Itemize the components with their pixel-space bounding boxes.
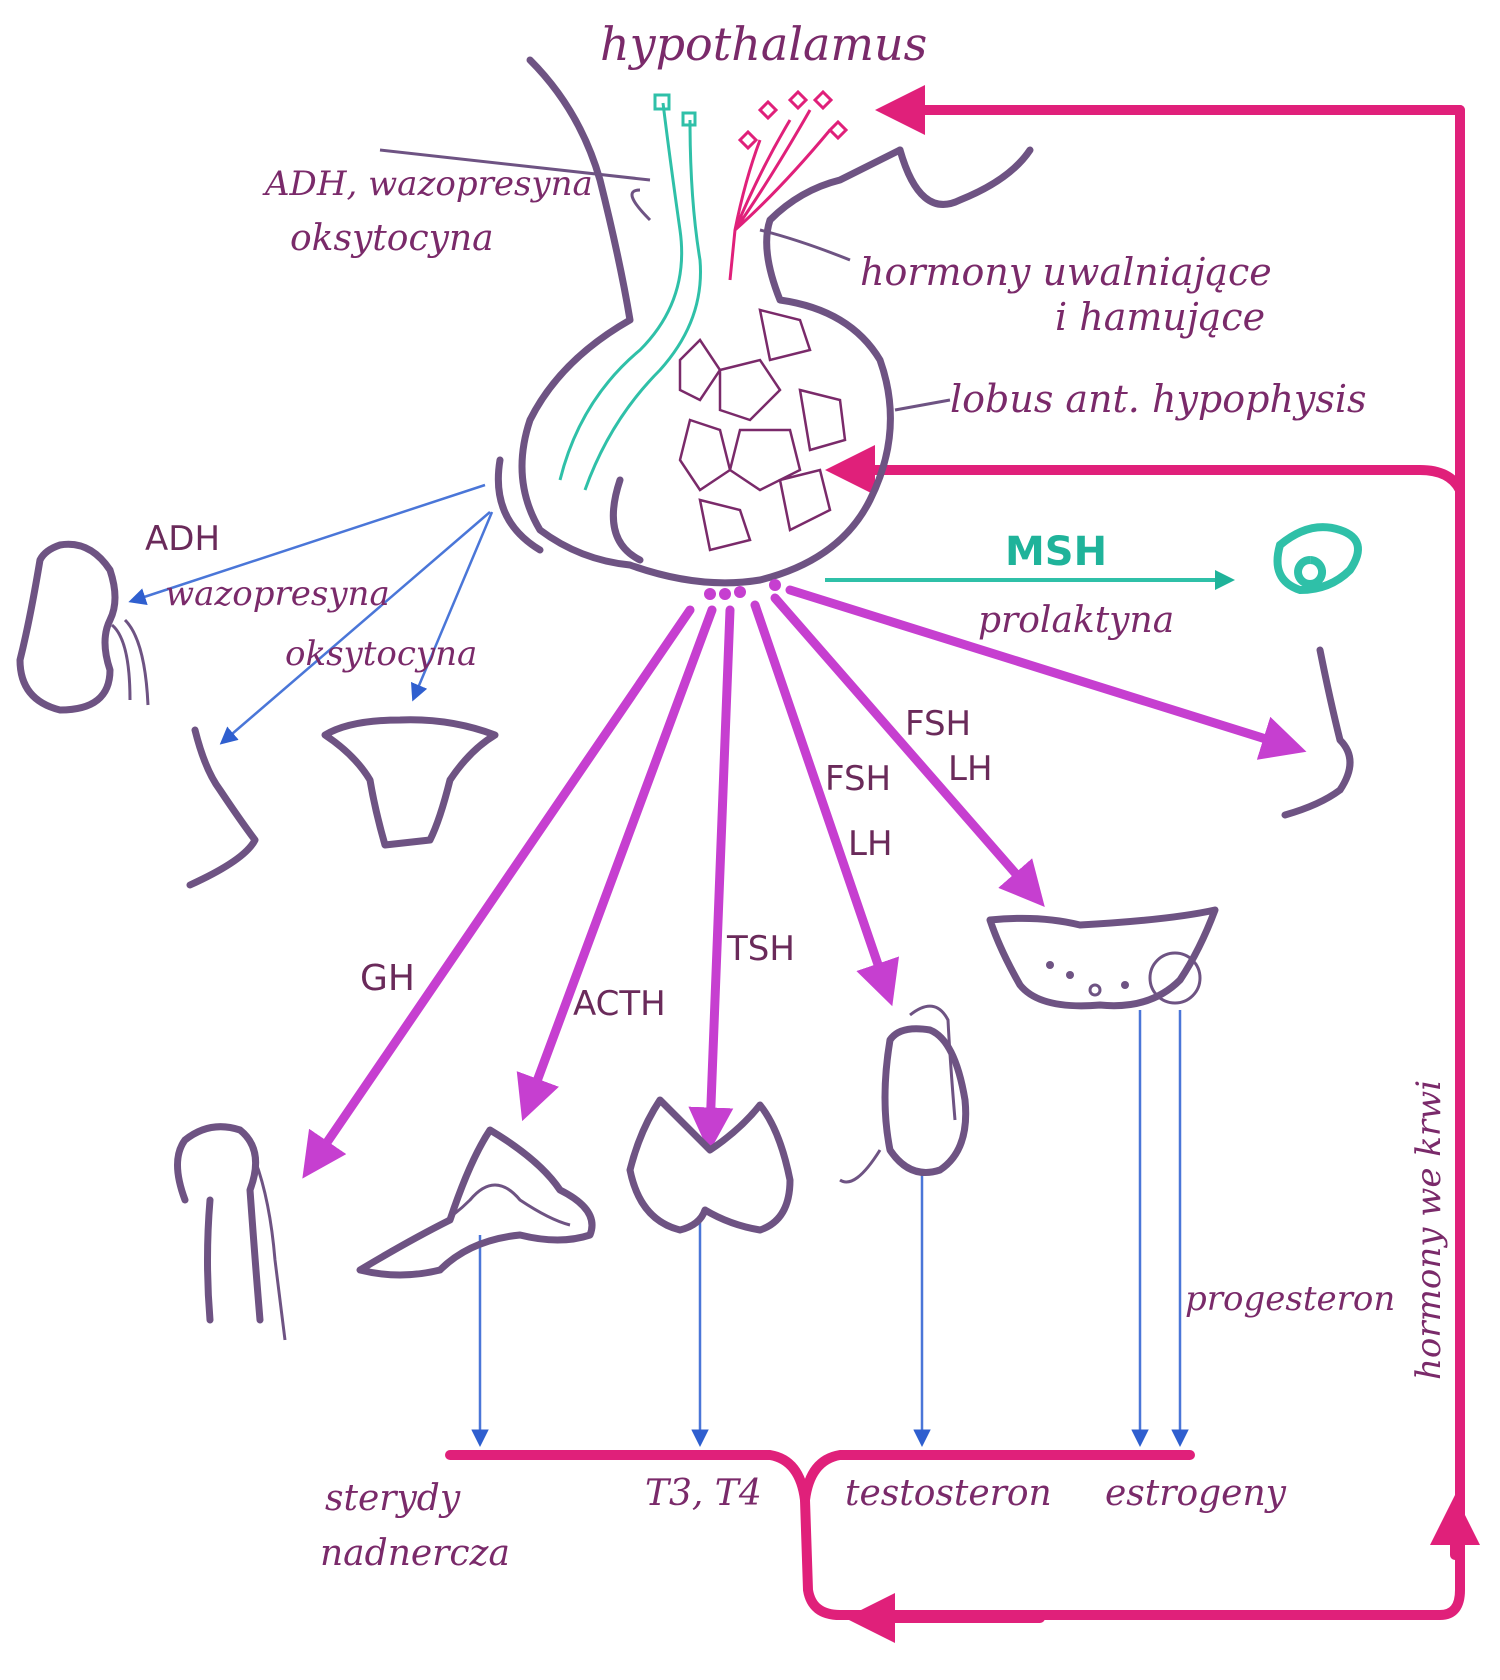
label-gh: GH bbox=[360, 958, 415, 999]
label-nadnercza: nadnercza bbox=[320, 1533, 510, 1574]
label-adh-wazopresyna: ADH, wazopresyna bbox=[262, 164, 593, 204]
label-sterydy: sterydy bbox=[325, 1478, 461, 1519]
label-prolaktyna: prolaktyna bbox=[978, 600, 1174, 641]
label-t3-t4: T3, T4 bbox=[645, 1473, 762, 1514]
label-fsh-testis: FSH bbox=[825, 759, 891, 799]
kidney-drawing bbox=[16, 540, 150, 714]
label-acth: ACTH bbox=[573, 984, 666, 1024]
feedback-loop bbox=[445, 85, 1480, 1643]
ovary-drawing bbox=[986, 906, 1219, 1010]
label-testosteron: testosteron bbox=[845, 1473, 1052, 1514]
breast-drawing-left bbox=[186, 726, 259, 889]
label-adh-left: ADH bbox=[145, 519, 220, 559]
label-fsh-ovary: FSH bbox=[905, 704, 971, 744]
label-hypothalamus: hypothalamus bbox=[600, 17, 927, 71]
thyroid-drawing bbox=[626, 1096, 794, 1234]
label-oksytocyna-left: oksytocyna bbox=[285, 634, 477, 674]
label-msh: MSH bbox=[1005, 529, 1107, 575]
pituitary-arrows bbox=[302, 570, 1307, 1179]
uterus-drawing bbox=[321, 716, 499, 849]
label-hormony-we-krwi: hormony we krwi bbox=[1409, 1080, 1449, 1380]
label-wazopresyna-left: wazopresyna bbox=[165, 574, 390, 614]
bone-drawing bbox=[174, 1123, 287, 1341]
label-lh-ovary: LH bbox=[948, 749, 993, 789]
melanocyte-drawing bbox=[1273, 523, 1362, 595]
adrenal-drawing bbox=[356, 1126, 596, 1279]
breast-drawing-right bbox=[1281, 646, 1354, 819]
label-lh-testis: LH bbox=[848, 824, 893, 864]
pituitary-gland bbox=[379, 56, 1034, 600]
label-hormony-uwalniajace: hormony uwalniające bbox=[860, 250, 1272, 294]
label-tsh: TSH bbox=[726, 929, 795, 969]
label-progesteron: progesteron bbox=[1185, 1279, 1395, 1319]
label-estrogeny: estrogeny bbox=[1105, 1473, 1287, 1514]
testis-drawing bbox=[839, 1004, 970, 1184]
label-oksytocyna-top: oksytocyna bbox=[290, 218, 494, 259]
label-i-hamujace: i hamujące bbox=[1055, 295, 1265, 339]
posterior-arrows bbox=[128, 483, 1189, 1447]
label-lobus: lobus ant. hypophysis bbox=[950, 377, 1367, 421]
